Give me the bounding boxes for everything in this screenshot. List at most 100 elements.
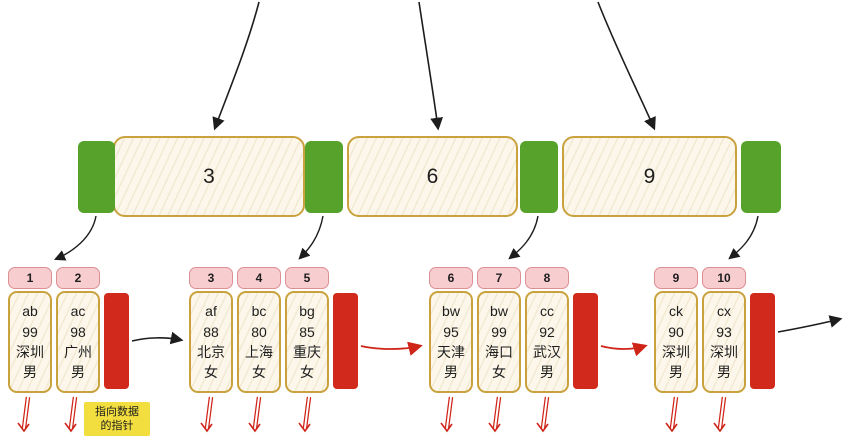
record-cell: bc 80 上海 女 [237, 291, 281, 393]
record-id-badge: 4 [237, 267, 281, 289]
record-column: 4 bc 80 上海 女 [237, 267, 281, 393]
leaf-node-2: 3 af 88 北京 女 4 bc 80 上海 女 5 bg 85 重庆 [189, 267, 358, 393]
record-score: 85 [299, 323, 315, 340]
record-down-arrow [299, 397, 310, 431]
record-city: 深圳 [710, 344, 738, 360]
record-cell: ck 90 深圳 男 [654, 291, 698, 393]
record-column: 8 cc 92 武汉 男 [525, 267, 569, 393]
record-down-arrow [666, 397, 677, 431]
next-pointer-bar [573, 293, 598, 389]
record-city: 海口 [485, 344, 513, 360]
note-line-1: 指向数据 [95, 405, 139, 418]
record-city: 北京 [197, 344, 225, 360]
index-pointer-block-2 [305, 141, 343, 213]
record-id-badge: 1 [8, 267, 52, 289]
record-key: ac [70, 303, 86, 320]
record-column: 1 ab 99 深圳 男 [8, 267, 52, 393]
record-key: cc [540, 303, 554, 320]
record-down-arrow [714, 397, 725, 431]
record-score: 95 [443, 323, 459, 340]
record-score: 80 [251, 323, 267, 340]
record-column: 6 bw 95 天津 男 [429, 267, 473, 393]
record-key: bw [442, 303, 460, 320]
index-key-block-3: 9 [562, 136, 737, 217]
pointer-arrow-to-leaf-1 [53, 215, 97, 261]
record-cell: af 88 北京 女 [189, 291, 233, 393]
pointer-arrow-to-leaf-4 [728, 215, 759, 260]
record-gender: 女 [252, 364, 266, 381]
next-pointer-bar [750, 293, 775, 389]
record-key: bw [490, 303, 508, 320]
note-line-2: 的指针 [100, 420, 134, 432]
record-gender: 男 [717, 364, 731, 381]
record-down-arrow [537, 397, 548, 431]
record-id-badge: 8 [525, 267, 569, 289]
record-cell: bw 99 海口 女 [477, 291, 521, 393]
record-column: 3 af 88 北京 女 [189, 267, 233, 393]
record-column: 5 bg 85 重庆 女 [285, 267, 329, 393]
record-key: af [205, 303, 217, 320]
index-key-value: 6 [426, 164, 439, 188]
record-cell: ac 98 广州 男 [56, 291, 100, 393]
next-pointer-bar [104, 293, 129, 389]
record-key: ck [669, 303, 683, 320]
index-pointer-block-1 [78, 141, 115, 213]
leaf-link-arrow-2-3 [360, 341, 423, 356]
record-id-badge: 5 [285, 267, 329, 289]
record-gender: 女 [492, 364, 506, 381]
pointer-arrow-to-leaf-2 [298, 215, 324, 260]
record-key: bg [299, 303, 315, 320]
top-arrow-to-key-6 [418, 1, 443, 131]
record-city: 重庆 [293, 344, 321, 360]
record-down-arrow [441, 397, 452, 431]
record-city: 天津 [437, 344, 465, 360]
record-cell: cc 92 武汉 男 [525, 291, 569, 393]
record-key: bc [251, 303, 267, 320]
record-gender: 女 [204, 364, 218, 381]
record-gender: 女 [300, 364, 314, 381]
record-id-badge: 9 [654, 267, 698, 289]
record-gender: 男 [540, 364, 554, 381]
record-gender: 男 [669, 364, 683, 381]
record-column: 10 cx 93 深圳 男 [702, 267, 746, 393]
record-score: 92 [539, 323, 555, 340]
top-arrow-to-key-9 [597, 1, 656, 131]
index-key-value: 9 [643, 164, 656, 188]
record-id-badge: 7 [477, 267, 521, 289]
next-pointer-bar [333, 293, 358, 389]
record-score: 90 [668, 323, 684, 340]
note-label: 指向数据 的指针 [84, 402, 150, 436]
record-id-badge: 3 [189, 267, 233, 289]
record-id-badge: 6 [429, 267, 473, 289]
record-gender: 男 [71, 364, 85, 381]
record-column: 2 ac 98 广州 男 [56, 267, 100, 393]
record-down-arrow [65, 397, 76, 431]
record-id-badge: 10 [702, 267, 746, 289]
record-cell: ab 99 深圳 男 [8, 291, 52, 393]
record-down-arrow [489, 397, 500, 431]
record-score: 99 [491, 323, 507, 340]
index-pointer-block-4 [741, 141, 781, 213]
record-down-arrow [201, 397, 212, 431]
index-key-block-1: 3 [113, 136, 305, 217]
index-pointer-block-3 [520, 141, 558, 213]
record-down-arrow [18, 397, 29, 431]
record-column: 9 ck 90 深圳 男 [654, 267, 698, 393]
record-score: 98 [70, 323, 86, 340]
record-cell: cx 93 深圳 男 [702, 291, 746, 393]
record-city: 武汉 [533, 344, 561, 360]
record-key: ab [22, 303, 38, 320]
top-arrow-to-key-3 [212, 1, 260, 131]
index-key-value: 3 [203, 164, 215, 188]
leaf-node-1: 1 ab 99 深圳 男 2 ac 98 广州 男 [8, 267, 129, 393]
record-gender: 男 [23, 364, 37, 381]
record-id-badge: 2 [56, 267, 100, 289]
record-cell: bw 95 天津 男 [429, 291, 473, 393]
record-city: 广州 [64, 344, 92, 360]
leaf-link-arrow-4-out [777, 315, 843, 333]
record-score: 93 [716, 323, 732, 340]
leaf-node-3: 6 bw 95 天津 男 7 bw 99 海口 女 8 cc 92 武汉 [429, 267, 598, 393]
record-column: 7 bw 99 海口 女 [477, 267, 521, 393]
leaf-link-arrow-3-4 [600, 342, 648, 357]
